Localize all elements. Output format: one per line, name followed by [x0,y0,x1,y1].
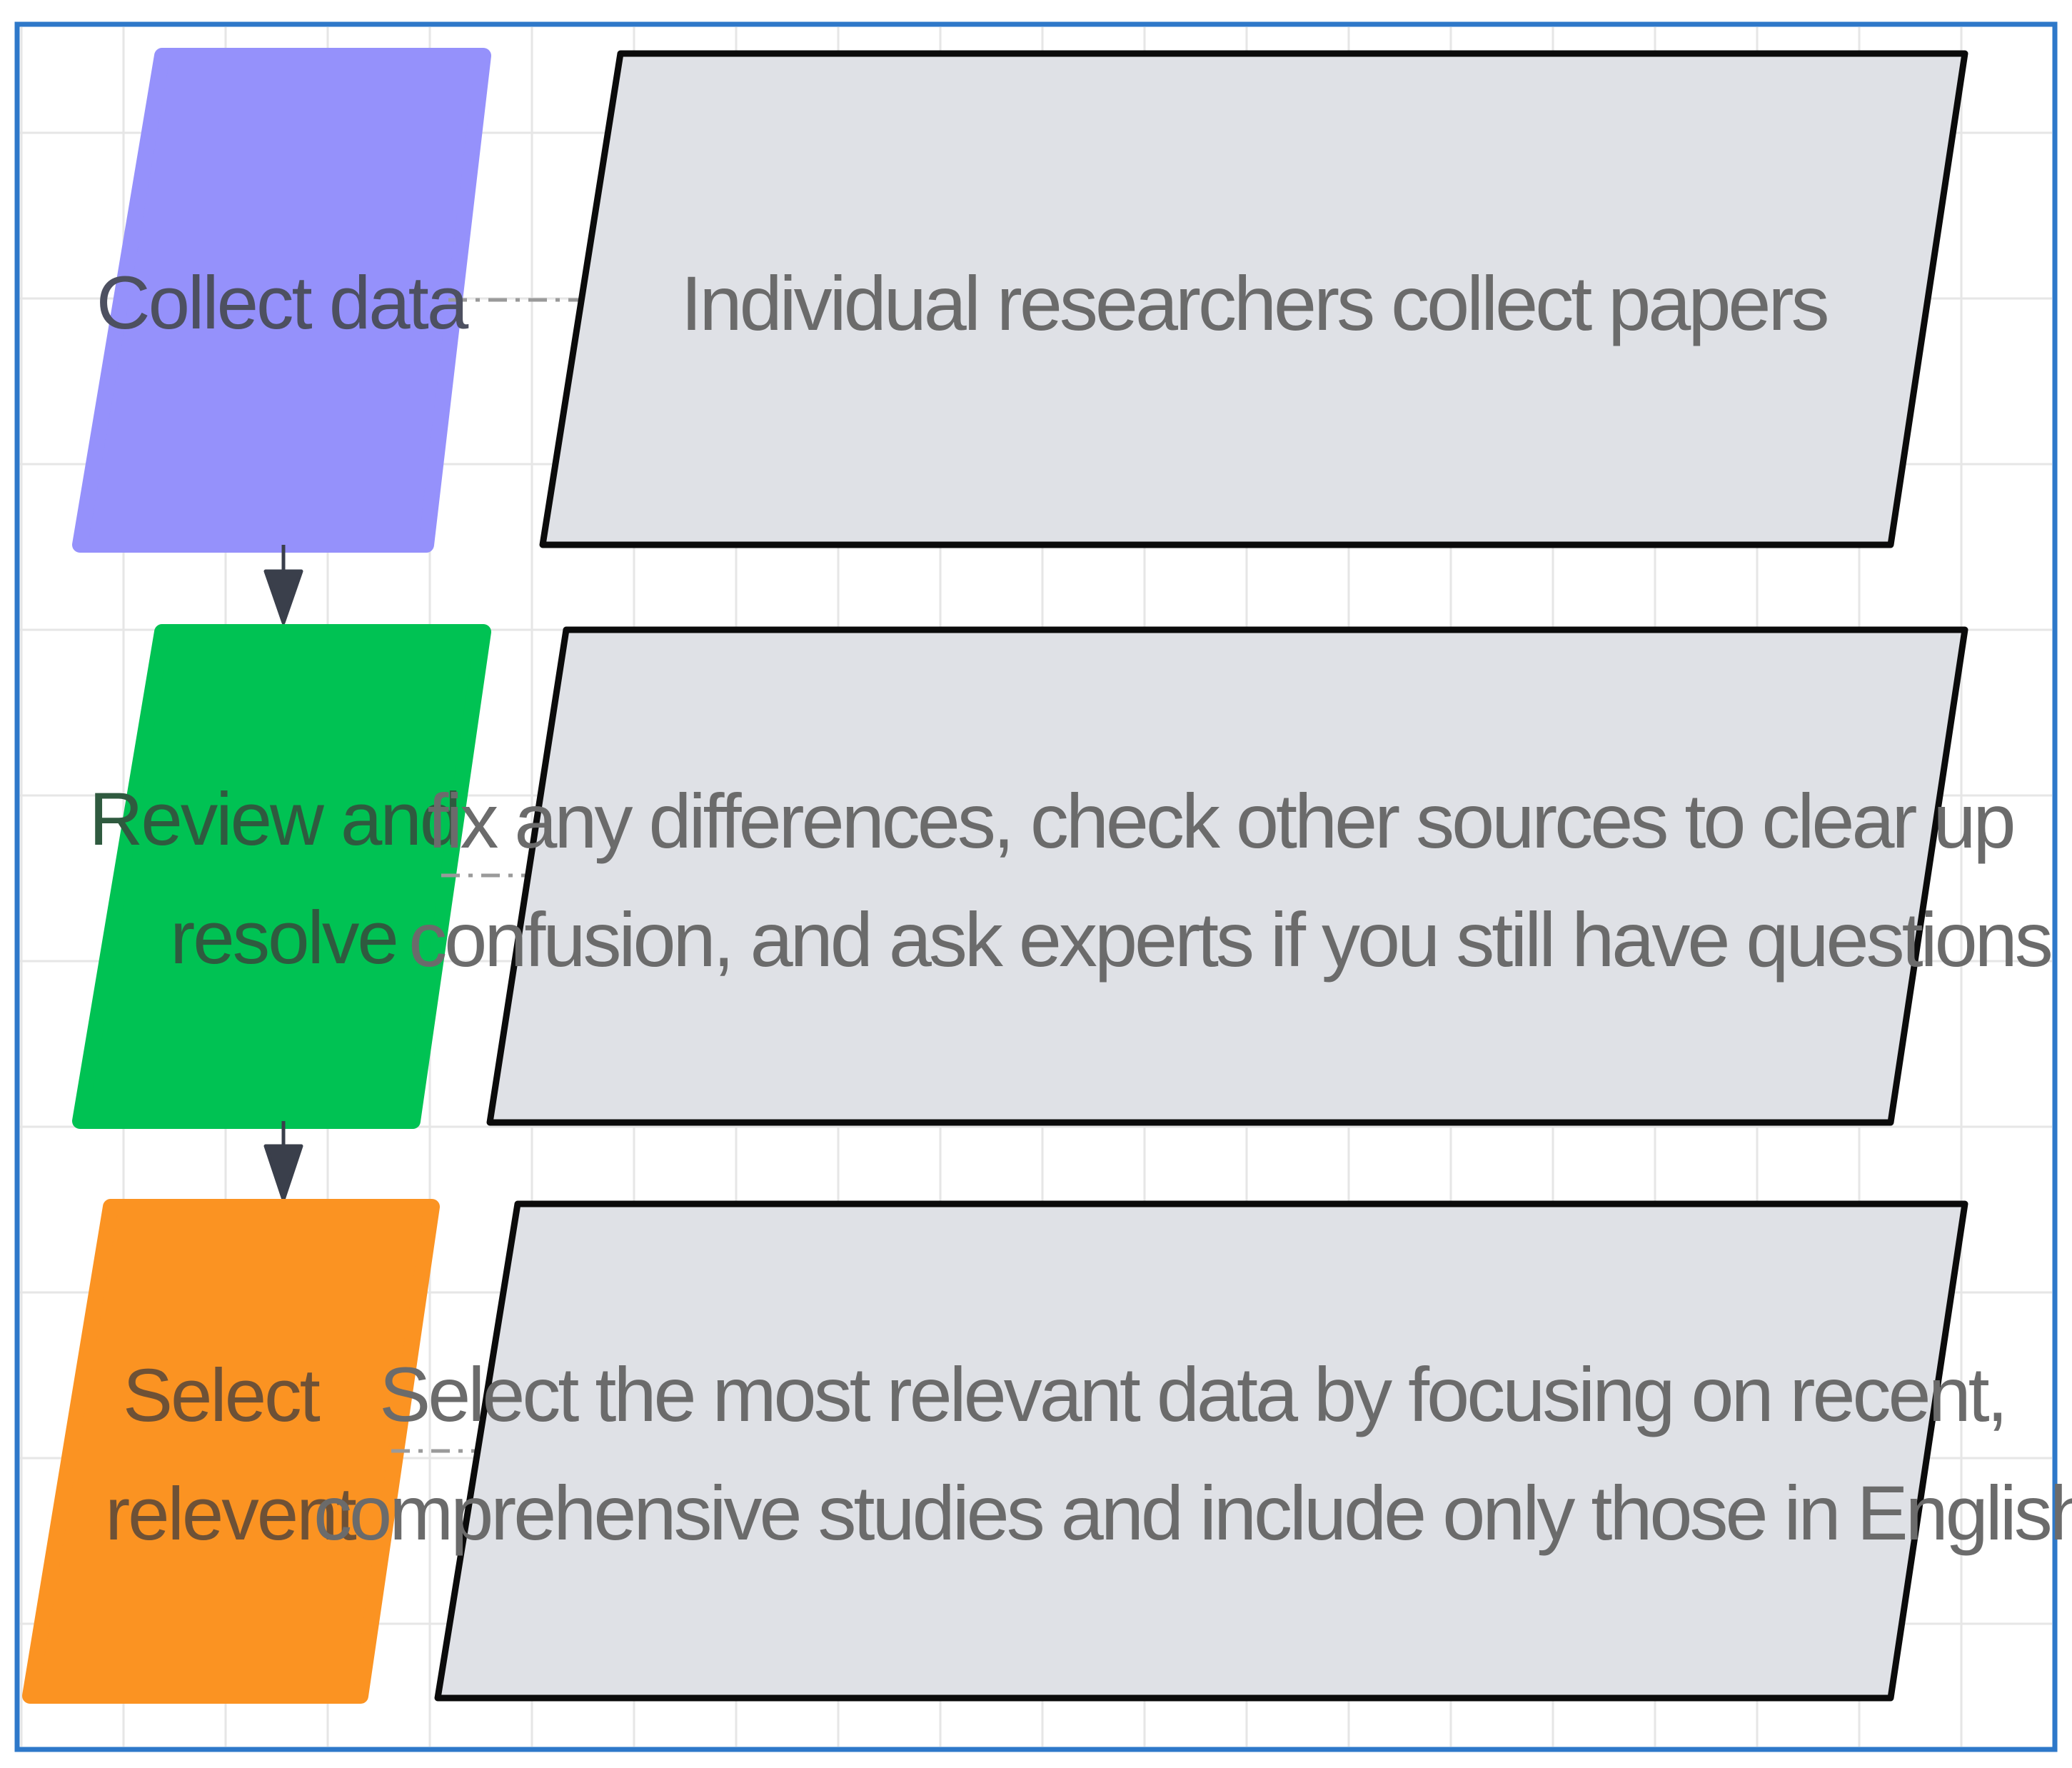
arrow-down-2 [263,1121,303,1202]
step-label-line: resolve [170,896,396,980]
step-shape-review-and-resolve[interactable] [72,624,491,1129]
step-shape-collect-data[interactable] [72,48,491,553]
step-collect-data: Collect data Individual researchers coll… [72,48,1968,553]
step-label-select-relevent: Select relevent [105,1354,356,1556]
description-line: Individual researchers collect papers [681,260,1828,346]
description-text-review-and-resolve: fix any differences, check other sources… [408,778,2051,983]
frame-border [14,21,2058,1752]
description-text-select-relevent: Select the most relevant data by focusin… [313,1351,2072,1556]
step-label-line: relevent [105,1472,356,1556]
description-box-review-and-resolve[interactable] [486,626,1968,1126]
step-review-and-resolve: Review and resolve fix any differences, … [72,624,2054,1129]
step-label-collect-data: Collect data [96,261,469,345]
step-label-line: Review and [89,778,460,861]
step-label-review-and-resolve: Review and resolve [89,778,478,980]
arrow-down-1 [263,545,303,625]
step-label-line: Collect data [96,261,469,345]
step-shape-select-relevent[interactable] [22,1199,440,1704]
description-line: confusion, and ask experts if you still … [408,896,2051,983]
description-box-collect-data[interactable] [539,50,1968,548]
step-select-relevent: Select relevent Select the most relevant… [22,1199,2072,1704]
description-line: comprehensive studies and include only t… [313,1470,2072,1556]
description-line: Select the most relevant data by focusin… [379,1351,2005,1437]
description-box-select-relevent[interactable] [434,1200,1968,1702]
description-text-collect-data: Individual researchers collect papers [681,260,1828,346]
description-line: fix any differences, check other sources… [427,778,2013,864]
step-label-line: Select [123,1354,321,1437]
